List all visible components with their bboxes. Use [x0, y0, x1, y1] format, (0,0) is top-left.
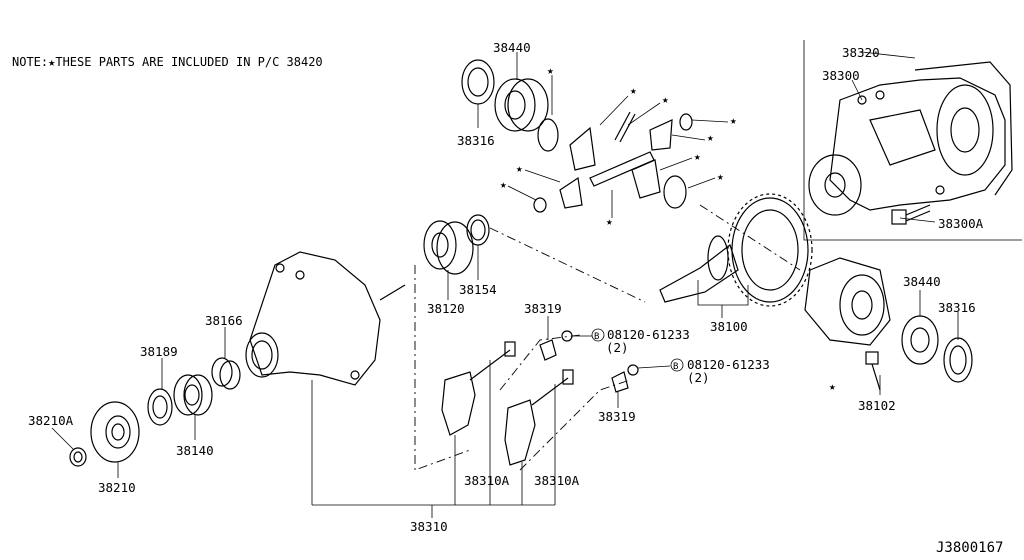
diagram-code: J3800167: [936, 540, 1003, 556]
label-38166: 38166: [205, 313, 243, 328]
svg-text:★: ★: [606, 215, 613, 228]
label-38319-a: 38319: [524, 301, 562, 316]
bolt-38300A: [891, 204, 931, 225]
star-markers: ★ ★ ★ ★ ★ ★ ★ ★ ★ ★ ★: [500, 64, 836, 393]
note-text: NOTE:★THESE PARTS ARE INCLUDED IN P/C 38…: [12, 55, 323, 69]
centerline-e: [519, 379, 631, 471]
svg-text:★: ★: [829, 380, 836, 393]
svg-text:★: ★: [630, 84, 637, 97]
bearing-38140: [173, 374, 213, 416]
label-38310-bracket: [311, 360, 556, 518]
svg-text:★: ★: [730, 114, 737, 127]
ring-gear-38100: [659, 193, 813, 307]
label-38316-top: 38316: [457, 133, 495, 148]
svg-text:★: ★: [547, 64, 554, 77]
label-38319-b: 38319: [598, 409, 636, 424]
svg-text:B: B: [594, 332, 599, 342]
final-drive-assembly: [808, 61, 1013, 216]
svg-text:★: ★: [500, 178, 507, 191]
shim-38154: [466, 214, 490, 246]
oil-seal-38316-top: [461, 59, 495, 105]
label-bolt-b-qty: (2): [687, 370, 710, 385]
svg-text:★: ★: [516, 162, 523, 175]
inset-frame: [803, 40, 1022, 241]
bearing-38120: [423, 220, 474, 275]
flange-38210: [90, 401, 140, 463]
svg-text:★: ★: [717, 170, 724, 183]
label-38120: 38120: [427, 301, 465, 316]
label-38140: 38140: [176, 443, 214, 458]
centerline-a: [414, 265, 471, 471]
label-bolt-b: 08120-61233: [687, 357, 770, 372]
centerline-c: [699, 204, 801, 271]
lock-plate-38319-a: [539, 330, 573, 361]
svg-text:★: ★: [694, 150, 701, 163]
bearing-cap-upper: [441, 341, 516, 436]
svg-text:B: B: [673, 362, 678, 372]
label-38154: 38154: [459, 282, 497, 297]
svg-text:★: ★: [707, 131, 714, 144]
diff-case: [804, 257, 891, 346]
bearing-38440-right: [901, 315, 939, 365]
label-38310A-b: 38310A: [534, 473, 580, 488]
nut-38210A: [69, 447, 87, 467]
label-38320: 38320: [842, 45, 880, 60]
bolt-38102: [865, 351, 881, 391]
oil-seal-38189: [147, 388, 173, 426]
label-38310: 38310: [410, 519, 448, 534]
centerline-b: [489, 227, 646, 303]
label-bolt-a-qty: (2): [606, 340, 629, 355]
label-38440-top: 38440: [493, 40, 531, 55]
centerline-d: [499, 334, 581, 391]
label-38440-right: 38440: [903, 274, 941, 289]
bearing-cap-lower: [504, 369, 574, 466]
label-38300A: 38300A: [938, 216, 984, 231]
label-38210A: 38210A: [28, 413, 74, 428]
gear-carrier-housing: [245, 251, 406, 386]
label-38102: 38102: [858, 398, 896, 413]
label-38210: 38210: [98, 480, 136, 495]
label-bolt-a: 08120-61233: [607, 327, 690, 342]
bearing-38440-top: [494, 78, 549, 132]
label-38300: 38300: [822, 68, 860, 83]
diff-gears: [533, 111, 693, 213]
label-38310A-a: 38310A: [464, 473, 510, 488]
bolt-symbol-a: [591, 328, 605, 342]
label-38100: 38100: [710, 319, 748, 334]
svg-text:★: ★: [662, 93, 669, 106]
lock-plate-38319-b: [611, 364, 639, 393]
oil-seal-38316-right: [943, 337, 973, 383]
collapsible-spacer-38166: [211, 357, 241, 390]
label-38189: 38189: [140, 344, 178, 359]
label-38316-right: 38316: [938, 300, 976, 315]
bolt-symbol-b: [670, 358, 684, 372]
star-leaders: [507, 75, 729, 218]
